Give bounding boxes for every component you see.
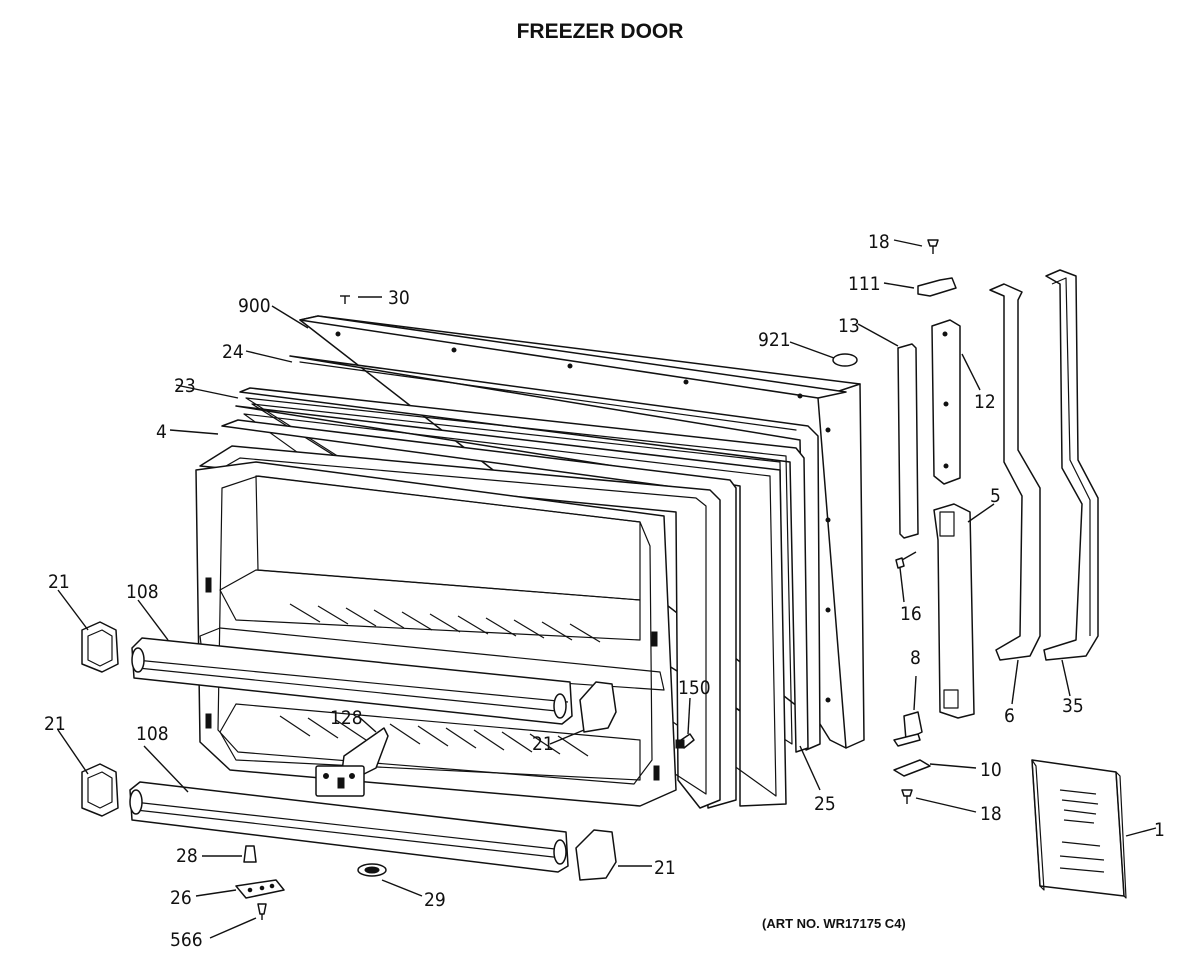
callout-566: 566 [170, 929, 203, 951]
callout-29: 29 [424, 889, 446, 911]
shelf-clip [315, 727, 389, 797]
shelf-bar-upper [131, 637, 573, 725]
callout-35: 35 [1062, 695, 1084, 717]
callout-labels: 18 111 13 12 921 900 30 24 23 4 5 6 35 1… [44, 231, 1165, 951]
shelf-end-cap-upper-right [579, 681, 617, 733]
callout-10: 10 [980, 759, 1002, 781]
callout-111: 111 [848, 273, 881, 295]
callout-900: 900 [238, 295, 271, 317]
callout-8: 8 [910, 647, 921, 669]
callout-6: 6 [1004, 705, 1015, 727]
door-liner [195, 419, 737, 809]
callout-24: 24 [222, 341, 244, 363]
callout-21-upper-left: 21 [48, 571, 70, 593]
callout-25: 25 [814, 793, 836, 815]
callout-4: 4 [156, 421, 167, 443]
art-number: (ART NO. WR17175 C4) [762, 916, 906, 931]
door-stop-screw [675, 733, 695, 749]
callout-1: 1 [1154, 819, 1165, 841]
callout-21-upper-right: 21 [532, 733, 554, 755]
callout-30: 30 [388, 287, 410, 309]
callout-28: 28 [176, 845, 198, 867]
callout-128: 128 [330, 707, 363, 729]
callout-23: 23 [174, 375, 196, 397]
callout-18-lower: 18 [980, 803, 1002, 825]
leader-lines [57, 239, 1157, 939]
callout-150: 150 [678, 677, 711, 699]
callout-21-lower-left: 21 [44, 713, 66, 735]
callout-18-top: 18 [868, 231, 890, 253]
callout-108-lower: 108 [136, 723, 169, 745]
shelf-bar-lower [129, 781, 569, 873]
callout-21-lower-right: 21 [654, 857, 676, 879]
plug-button [832, 353, 858, 367]
bottom-hardware [235, 845, 387, 920]
callout-12: 12 [974, 391, 996, 413]
callout-26: 26 [170, 887, 192, 909]
diagram-title: FREEZER DOOR [516, 20, 684, 43]
top-screw [340, 295, 350, 304]
shelf-end-cap-lower-right [575, 829, 617, 881]
owner-manual [1031, 759, 1127, 899]
callout-921: 921 [758, 329, 791, 351]
callout-108-upper: 108 [126, 581, 159, 603]
callout-13: 13 [838, 315, 860, 337]
shelf-end-cap-lower-left [81, 763, 119, 817]
shelf-end-cap-upper-left [81, 621, 119, 673]
callout-5: 5 [990, 485, 1001, 507]
hinge-hardware [893, 239, 1099, 804]
callout-16: 16 [900, 603, 922, 625]
